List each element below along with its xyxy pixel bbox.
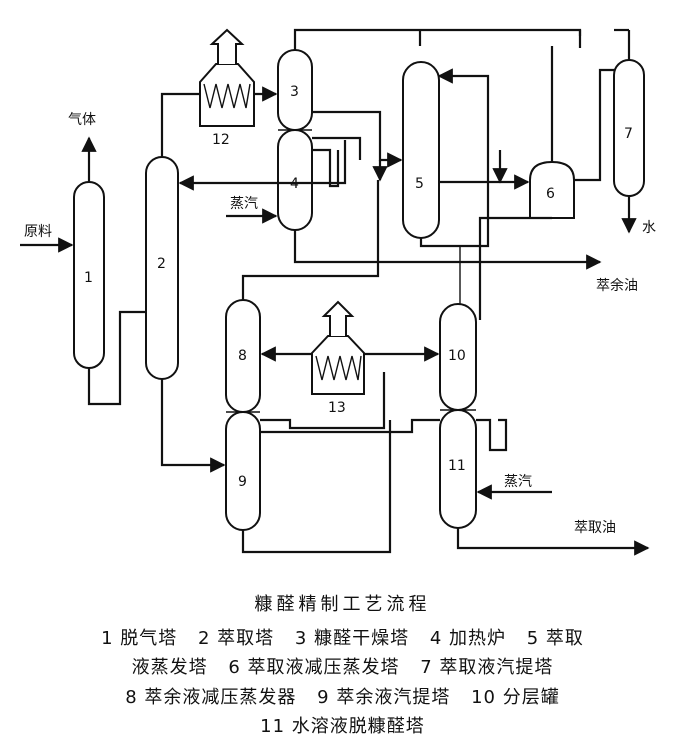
unit-5-number: 5	[415, 176, 424, 192]
figure-title: 糠醛精制工艺流程	[254, 594, 431, 615]
unit-10-number: 10	[448, 348, 466, 364]
unit-12-furnace	[199, 28, 255, 127]
legend-item: 10 分层罐	[471, 687, 560, 708]
process-flow-diagram: 1 2 3 4 5 6 7 8 9 10 11 12 13 气体 原料 蒸汽 水…	[20, 28, 656, 556]
stream-water-label: 水	[642, 220, 656, 236]
unit-9-stripping-tower	[225, 411, 261, 531]
legend-line-2: 液蒸发塔 6 萃取液减压蒸发塔 7 萃取液汽提塔	[0, 653, 685, 679]
unit-6-vacuum-evaporation-tower	[529, 160, 575, 219]
stream-steam-top-label: 蒸汽	[230, 196, 258, 212]
unit-11-number: 11	[448, 458, 466, 474]
unit-6-number: 6	[546, 186, 555, 202]
legend-item: 液蒸发塔	[131, 657, 208, 678]
legend-line-4: 11 水溶液脱糠醛塔	[0, 712, 685, 738]
unit-7-number: 7	[624, 126, 633, 142]
unit-12-number: 12	[212, 132, 230, 148]
unit-13-number: 13	[328, 400, 346, 416]
legend-item: 3 糠醛干燥塔	[294, 628, 410, 649]
legend-line-3: 8 萃余液减压蒸发器 9 萃余液汽提塔 10 分层罐	[0, 683, 685, 709]
unit-13-furnace	[311, 300, 365, 395]
unit-3-number: 3	[290, 84, 299, 100]
stream-steam-bottom-label: 蒸汽	[504, 474, 532, 490]
legend-item: 1 脱气塔	[101, 628, 178, 649]
stream-raffinate-oil-label: 萃余油	[596, 277, 638, 294]
legend-item: 4 加热炉	[429, 628, 507, 649]
legend-line-1: 1 脱气塔 2 萃取塔 3 糠醛干燥塔 4 加热炉 5 萃取	[0, 624, 685, 650]
stream-extract-oil-label: 萃取油	[574, 520, 616, 536]
stream-gas-label: 气体	[68, 112, 96, 128]
unit-1-number: 1	[84, 270, 93, 286]
unit-8-number: 8	[238, 348, 247, 364]
unit-4-number: 4	[290, 176, 299, 192]
legend-item: 2 萃取塔	[197, 628, 275, 649]
legend-item: 8 萃余液减压蒸发器	[125, 687, 297, 708]
unit-2-number: 2	[157, 256, 166, 272]
legend-item: 6 萃取液减压蒸发塔	[228, 657, 400, 678]
legend-item: 11 水溶液脱糠醛塔	[260, 716, 425, 737]
legend-item: 9 萃余液汽提塔	[317, 687, 451, 708]
legend-item: 5 萃取	[526, 628, 584, 649]
legend-item: 7 萃取液汽提塔	[420, 657, 554, 678]
stream-feed-label: 原料	[24, 224, 52, 240]
unit-9-number: 9	[238, 474, 247, 490]
unit-5-evaporation-tower	[402, 61, 440, 239]
